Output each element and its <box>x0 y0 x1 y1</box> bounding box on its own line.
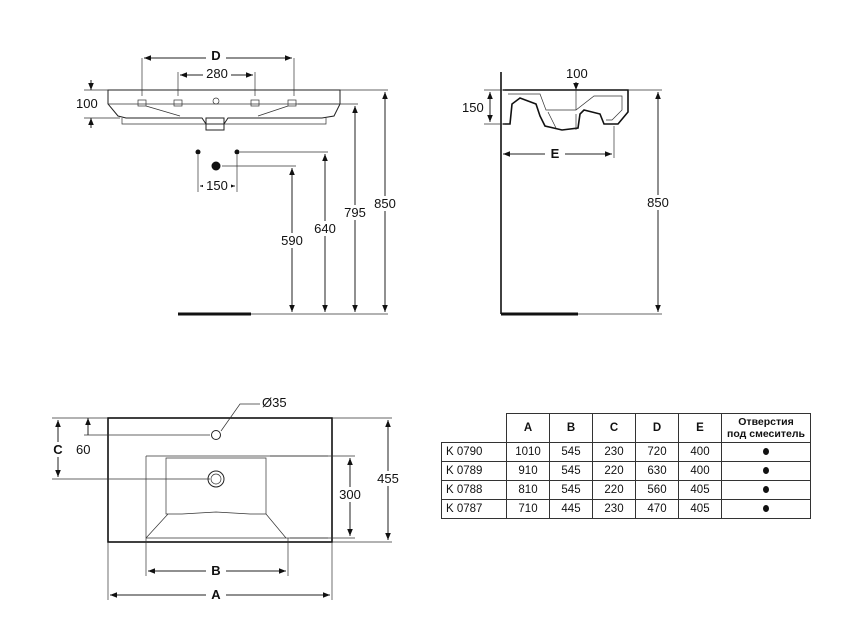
tap-hole-cell <box>721 480 811 500</box>
cell-a: 810 <box>506 480 550 500</box>
dimension-table: A B C D E Отверстия под смеситель K 0790… <box>441 413 811 519</box>
model-cell: K 0789 <box>441 461 507 481</box>
header-tap-holes-line2: под смеситель <box>727 428 805 440</box>
table-row: K 0789 910 545 220 630 400 <box>441 461 811 481</box>
cell-b: 545 <box>549 480 593 500</box>
cell-d: 630 <box>635 461 679 481</box>
side-dim-100-label: 100 <box>566 66 588 81</box>
dim-35-label: Ø35 <box>262 395 287 410</box>
cell-e: 400 <box>678 461 722 481</box>
tap-hole-dot-icon <box>763 486 769 493</box>
cell-e: 405 <box>678 499 722 519</box>
side-dim-e-label: E <box>551 146 560 161</box>
dim-100-label: 100 <box>76 96 98 111</box>
dim-850-label: 850 <box>374 196 396 211</box>
cell-d: 470 <box>635 499 679 519</box>
top-view: Ø35 C 60 300 455 B A <box>50 395 400 602</box>
header-b: B <box>549 413 593 443</box>
cell-a: 1010 <box>506 442 550 462</box>
dim-b-label: B <box>211 563 220 578</box>
table-header-row: A B C D E Отверстия под смеситель <box>441 413 811 443</box>
dim-590-label: 590 <box>281 233 303 248</box>
dim-455-label: 455 <box>377 471 399 486</box>
tap-hole-cell <box>721 442 811 462</box>
dim-300-label: 300 <box>339 487 361 502</box>
cell-a: 910 <box>506 461 550 481</box>
cell-e: 400 <box>678 442 722 462</box>
tap-hole-dot-icon <box>763 448 769 455</box>
cell-d: 560 <box>635 480 679 500</box>
dim-795-label: 795 <box>344 205 366 220</box>
cell-d: 720 <box>635 442 679 462</box>
header-a: A <box>506 413 550 443</box>
header-e: E <box>678 413 722 443</box>
model-cell: K 0790 <box>441 442 507 462</box>
cell-c: 230 <box>592 442 636 462</box>
cell-c: 230 <box>592 499 636 519</box>
front-view: D 280 100 150 590 640 <box>76 48 397 316</box>
side-view: 100 150 E 850 <box>462 66 670 316</box>
cell-b: 545 <box>549 442 593 462</box>
header-tap-holes: Отверстия под смеситель <box>721 413 811 443</box>
tap-hole-dot-icon <box>763 505 769 512</box>
tap-hole-dot-icon <box>763 467 769 474</box>
cell-e: 405 <box>678 480 722 500</box>
table-row: K 0788 810 545 220 560 405 <box>441 480 811 500</box>
table-row: K 0790 1010 545 230 720 400 <box>441 442 811 462</box>
tap-hole-cell <box>721 461 811 481</box>
dim-c-label: C <box>53 442 63 457</box>
header-tap-holes-line1: Отверстия <box>738 416 794 428</box>
side-dim-150-label: 150 <box>462 100 484 115</box>
tap-hole-cell <box>721 499 811 519</box>
dim-d-label: D <box>211 48 220 63</box>
dim-150-label: 150 <box>206 178 228 193</box>
dim-640-label: 640 <box>314 221 336 236</box>
cell-b: 545 <box>549 461 593 481</box>
cell-c: 220 <box>592 461 636 481</box>
dim-a-label: A <box>211 587 221 602</box>
dim-280-label: 280 <box>206 66 228 81</box>
header-d: D <box>635 413 679 443</box>
model-cell: K 0788 <box>441 480 507 500</box>
dim-60-label: 60 <box>76 442 90 457</box>
side-dim-850-label: 850 <box>647 195 669 210</box>
cell-b: 445 <box>549 499 593 519</box>
table-row: K 0787 710 445 230 470 405 <box>441 499 811 519</box>
model-cell: K 0787 <box>441 499 507 519</box>
cell-a: 710 <box>506 499 550 519</box>
table-corner-cell <box>441 413 507 443</box>
cell-c: 220 <box>592 480 636 500</box>
header-c: C <box>592 413 636 443</box>
